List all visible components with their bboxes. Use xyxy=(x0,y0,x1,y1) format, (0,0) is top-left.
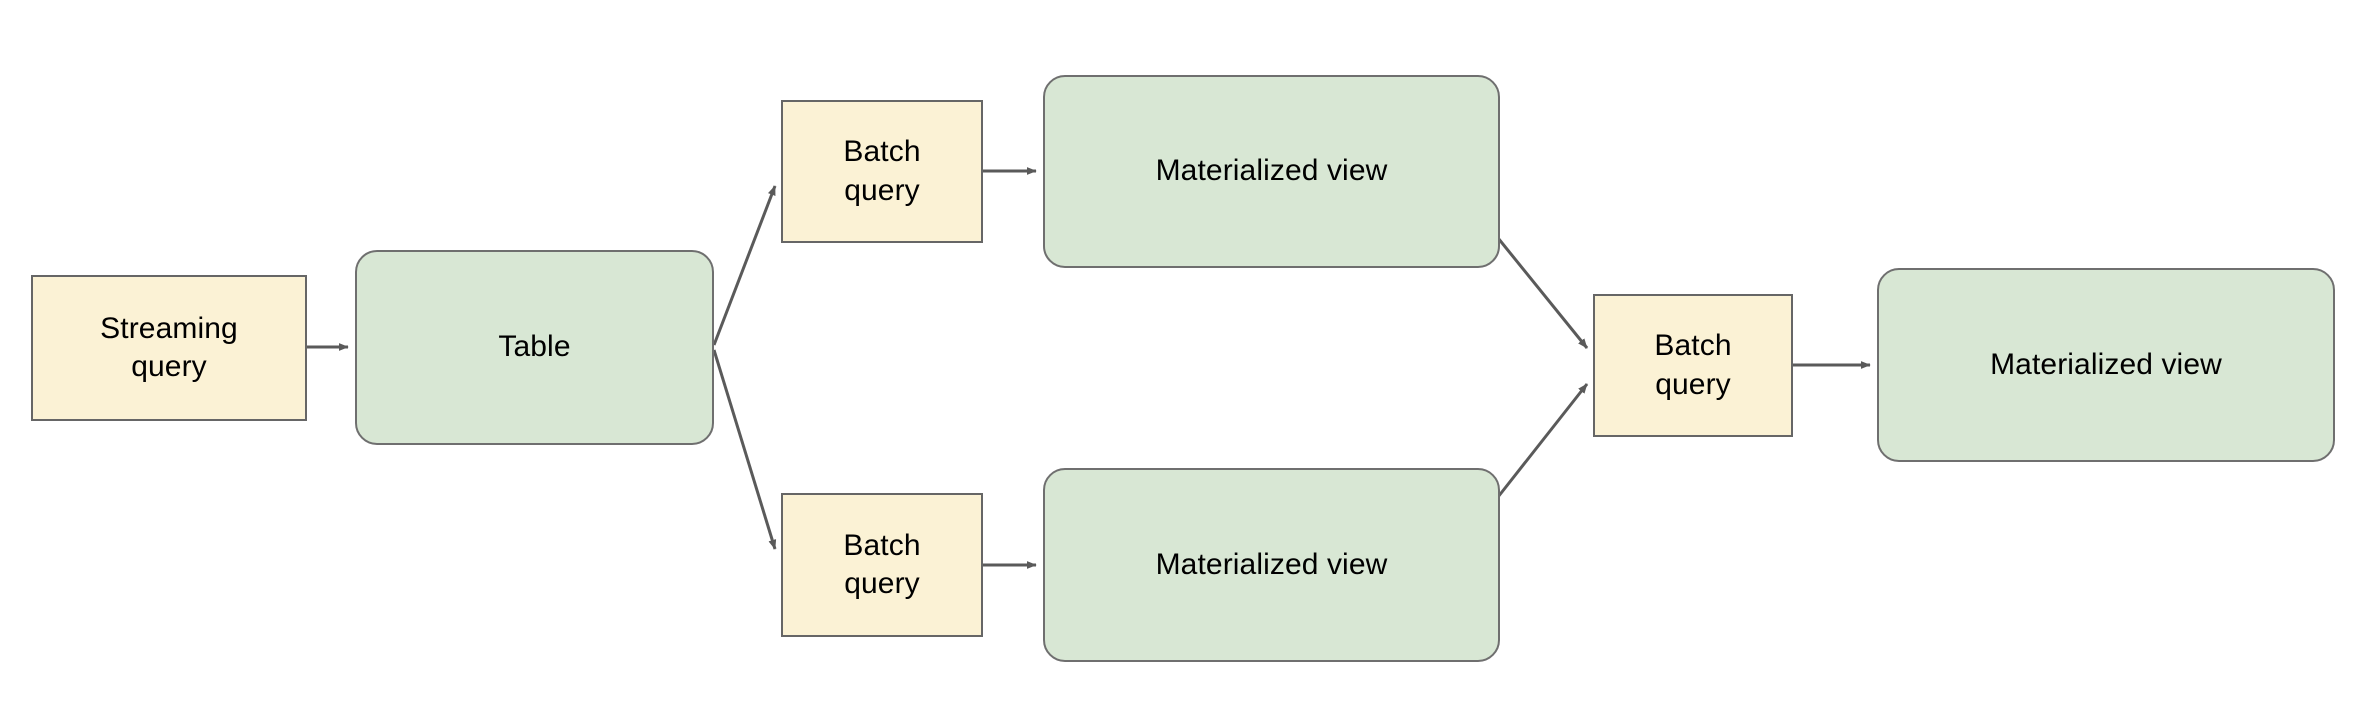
node-materialized-view-final-label: Materialized view xyxy=(1990,347,2222,381)
node-batch-query-merge-label: Batch query xyxy=(1654,329,1732,401)
node-table-label: Table xyxy=(498,330,571,364)
node-materialized-view-bottom-label: Materialized view xyxy=(1155,547,1388,581)
node-streaming-query-label: Streaming query xyxy=(100,311,238,383)
node-batch-query-merge[interactable]: Batch query xyxy=(1593,294,1793,437)
node-materialized-view-final[interactable]: Materialized view xyxy=(1877,268,2335,462)
edge-materialized-view-top-to-batch-query-merge xyxy=(1496,237,1589,349)
edge-table-to-batch-query-bottom xyxy=(712,349,777,550)
node-batch-query-top[interactable]: Batch query xyxy=(781,100,983,243)
node-materialized-view-top[interactable]: Materialized view xyxy=(1043,75,1500,268)
node-batch-query-bottom[interactable]: Batch query xyxy=(781,493,983,637)
node-batch-query-bottom-label: Batch query xyxy=(843,528,921,600)
node-materialized-view-top-label: Materialized view xyxy=(1155,154,1388,188)
node-table[interactable]: Table xyxy=(355,250,714,445)
edge-table-to-batch-query-top xyxy=(712,185,777,346)
node-batch-query-top-label: Batch query xyxy=(843,135,921,207)
node-materialized-view-bottom[interactable]: Materialized view xyxy=(1043,468,1500,662)
edge-materialized-view-bottom-to-batch-query-merge xyxy=(1496,383,1589,498)
node-streaming-query[interactable]: Streaming query xyxy=(31,275,307,421)
